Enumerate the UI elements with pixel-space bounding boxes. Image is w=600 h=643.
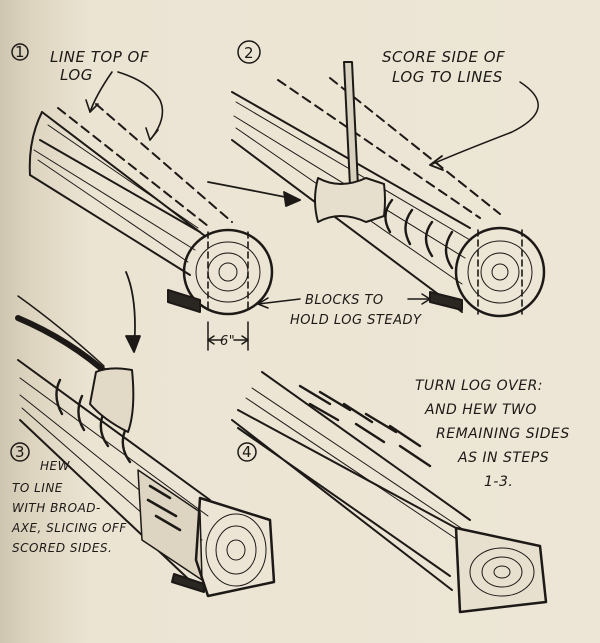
blocks-label-line: HOLD LOG STEADY: [290, 313, 422, 328]
panel-step-3: 3 HEW TO LINE WITH BROAD- AXE, SLICING O…: [10, 271, 276, 598]
step-3-arrow: [125, 271, 141, 353]
step-1-label: LINE TOP OF LOG: [50, 48, 154, 84]
step-3-number-circle: [10, 442, 30, 462]
blocks-arrows: [257, 293, 431, 309]
broad-axe: [15, 295, 135, 433]
step-3-label: HEW TO LINE WITH BROAD- AXE, SLICING OFF…: [11, 459, 131, 555]
step-2-label: SCORE SIDE OF LOG TO LINES: [382, 48, 510, 86]
step-4-label-line: AS IN STEPS: [457, 450, 549, 466]
step-1-label-line: LINE TOP OF: [50, 48, 149, 66]
dimension-marker: [207, 321, 249, 351]
blocks-label: BLOCKS TO HOLD LOG STEADY: [290, 293, 422, 328]
step-2-label-line: SCORE SIDE OF: [382, 48, 505, 66]
panel-step-2: 2 SCORE SIDE OF LOG TO LINES: [207, 40, 546, 318]
step-4-label-line: AND HEW TWO: [424, 402, 537, 418]
log-1: [28, 103, 274, 316]
step-3-label-line: AXE, SLICING OFF: [11, 521, 127, 535]
step-2-number-circle: [237, 40, 261, 64]
step-3-label-line: TO LINE: [12, 481, 63, 495]
step-3-label-line: HEW: [40, 459, 71, 473]
step-2-label-line: LOG TO LINES: [392, 68, 503, 86]
step-1-number-circle: [11, 43, 29, 61]
log-4: [231, 371, 548, 614]
step-4-number-circle: [237, 442, 257, 462]
axe: [314, 61, 386, 223]
blocks-label-line: BLOCKS TO: [305, 293, 384, 308]
step-3-number: 3: [15, 443, 25, 461]
step-3-label-line: SCORED SIDES.: [12, 541, 112, 555]
step-2-arrows: [207, 81, 539, 207]
log-3: [17, 359, 276, 598]
step-1-arrows: [85, 71, 164, 141]
step-4-number: 4: [242, 443, 252, 461]
step-4-label-line: TURN LOG OVER:: [415, 378, 543, 394]
blocks-annotation: BLOCKS TO HOLD LOG STEADY: [257, 293, 431, 328]
dimension-label: 6": [220, 334, 235, 349]
step-1-number: 1: [15, 43, 25, 61]
step-4-label: TURN LOG OVER: AND HEW TWO REMAINING SID…: [415, 378, 575, 490]
panel-step-1: 6" 1 LINE TOP OF LOG: [11, 43, 274, 351]
step-2-number: 2: [244, 44, 254, 62]
step-1-label-line: LOG: [60, 66, 93, 84]
step-4-label-line: 1-3.: [484, 474, 513, 490]
panel-step-4: 4 TURN LOG OVER: AND HEW TWO REMAINING S…: [231, 371, 575, 614]
step-4-label-line: REMAINING SIDES: [436, 426, 570, 442]
log-2: [231, 77, 546, 318]
step-3-label-line: WITH BROAD-: [12, 501, 101, 515]
